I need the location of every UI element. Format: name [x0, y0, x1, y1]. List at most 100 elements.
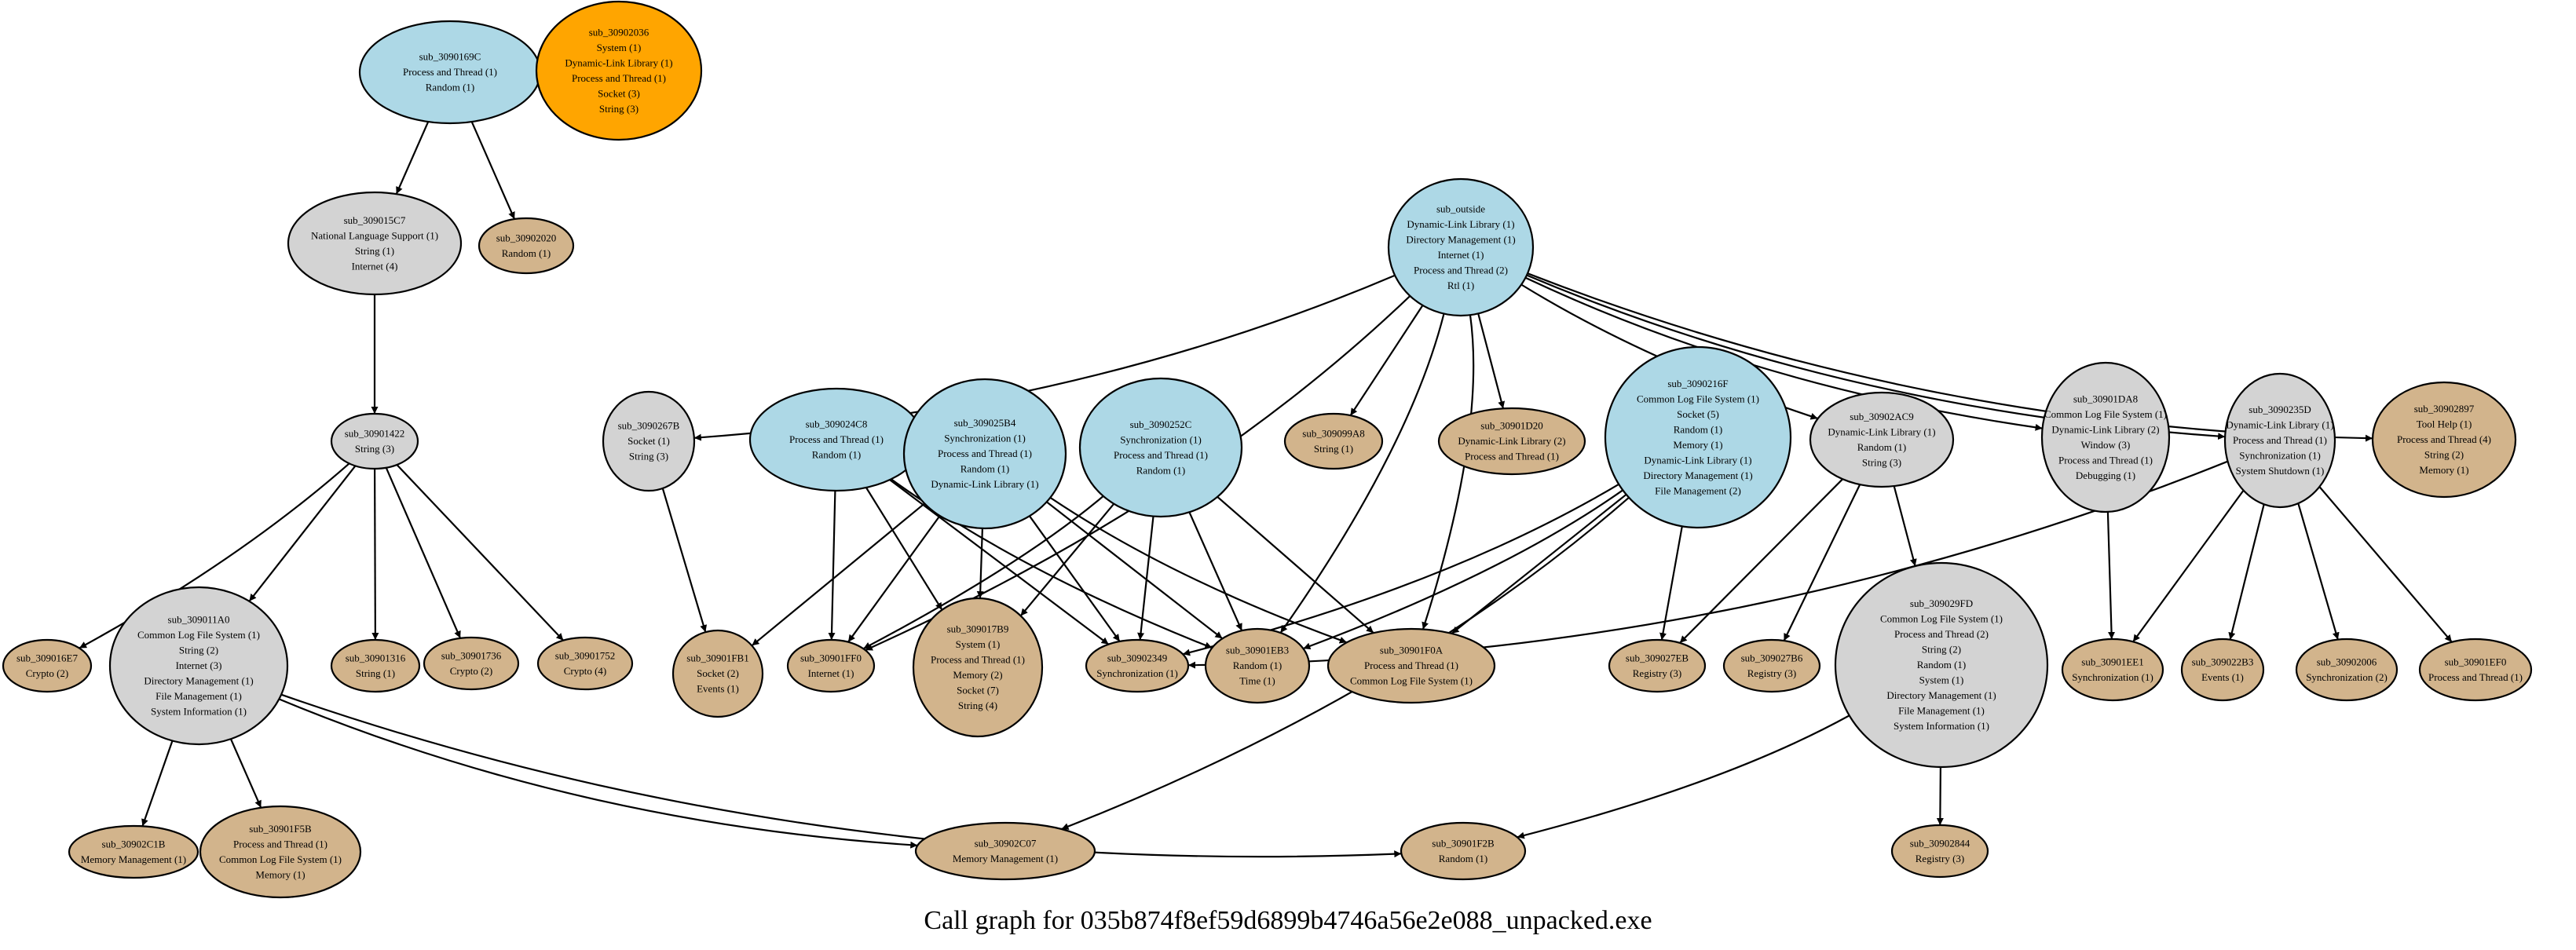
- node-api-category: String (4): [958, 700, 997, 711]
- node-title: sub_30902C1B: [102, 838, 166, 850]
- node-api-category: Process and Thread (1): [403, 66, 497, 78]
- node-api-category: Process and Thread (2): [1894, 628, 1989, 640]
- node-title: sub_30901EB3: [1226, 645, 1289, 656]
- edge-sub_30901DA8-to-sub_30901EE1: [2106, 511, 2116, 640]
- edge-sub_3090235D-to-sub_30902006: [2297, 502, 2340, 640]
- node-ellipse: [2040, 361, 2171, 513]
- node-title: sub_30901FB1: [686, 652, 748, 664]
- node-api-category: Dynamic-Link Library (1): [1828, 426, 1935, 437]
- node-api-category: Dynamic-Link Library (1): [565, 57, 672, 68]
- node-api-category: Time (1): [1239, 675, 1275, 687]
- node-api-category: Internet (3): [176, 660, 222, 671]
- node-api-category: Process and Thread (4): [2397, 433, 2491, 445]
- node-ellipse: [1078, 377, 1243, 518]
- node-title: sub_30902036: [589, 26, 649, 38]
- node-title: sub_3090267B: [618, 420, 680, 432]
- node-api-category: National Language Support (1): [311, 229, 438, 241]
- node-title: sub_30901EF0: [2445, 656, 2507, 667]
- node-title: sub_30902844: [1910, 837, 1970, 849]
- node-title: sub_30901D20: [1480, 420, 1542, 432]
- node-ellipse: [108, 586, 289, 746]
- node-api-category: File Management (2): [1655, 484, 1741, 496]
- node-ellipse: [1890, 824, 1989, 879]
- node-title: sub_30901FF0: [800, 652, 862, 663]
- node-ellipse: [199, 805, 362, 899]
- node-api-category: Random (1): [961, 463, 1009, 475]
- node-ellipse: [536, 636, 634, 691]
- node-api-category: String (1): [356, 667, 395, 679]
- node-title: sub_3090252C: [1130, 418, 1192, 430]
- node-ellipse: [1437, 407, 1586, 476]
- node-ellipse: [1283, 412, 1384, 470]
- node-ellipse: [478, 217, 575, 275]
- edge-sub_3090169C-to-sub_309015C7: [395, 121, 430, 195]
- node-api-category: Process and Thread (1): [2233, 434, 2327, 446]
- node-ellipse: [330, 412, 419, 470]
- node-api-category: Synchronization (1): [2239, 450, 2321, 462]
- node-ellipse: [535, 0, 703, 141]
- node-api-category: Directory Management (1): [1406, 233, 1515, 245]
- node-title: sub_30901F5B: [249, 823, 312, 835]
- edge-sub_3090252C-to-sub_30901EB3: [1188, 511, 1243, 631]
- node-api-category: System Shutdown (1): [2236, 465, 2325, 477]
- node-ellipse: [2, 638, 93, 693]
- node-title: sub_3090169C: [419, 51, 481, 63]
- node-ellipse: [287, 191, 463, 296]
- edge-sub_outside-to-sub_30901F0A: [1422, 315, 1475, 630]
- node-api-category: Process and Thread (1): [931, 653, 1025, 665]
- node-api-category: Process and Thread (2): [1414, 264, 1508, 276]
- node-ellipse: [786, 638, 876, 693]
- node-ellipse: [902, 378, 1067, 530]
- node-title: sub_309017B9: [947, 623, 1009, 634]
- node-api-category: Registry (3): [1633, 667, 1681, 679]
- node-api-category: Crypto (4): [564, 665, 607, 677]
- node-api-category: Socket (7): [957, 684, 999, 696]
- nodes-layer: sub_3090169C Process and Thread (1) Random…: [2, 0, 2533, 899]
- edge-sub_30902AC9-to-sub_309027EB: [1679, 478, 1843, 644]
- node-api-category: Common Log File System (1): [137, 629, 260, 641]
- node-api-category: Registry (3): [1916, 853, 1964, 864]
- node-title: sub_30901316: [346, 652, 406, 663]
- node-api-category: Common Log File System (1): [2044, 408, 2167, 420]
